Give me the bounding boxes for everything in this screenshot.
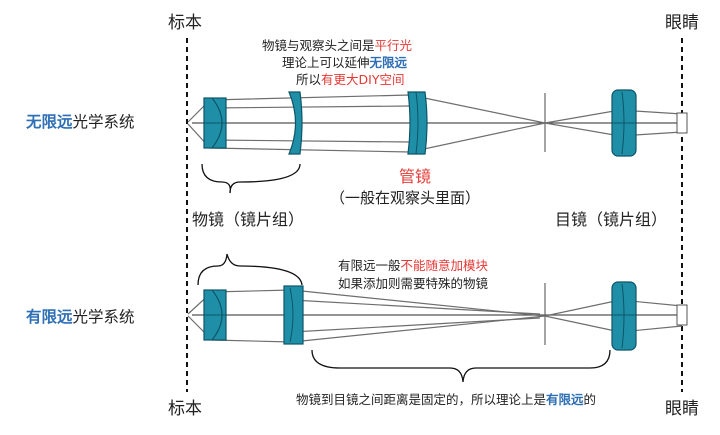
infinity-objective-lens2 [288,91,303,155]
eyepiece-label: 目镜（镜片组） [555,210,667,229]
tube-lens-sublabel: （一般在观察头里面） [330,189,480,207]
infinity-system-title: 无限远光学系统 [25,113,135,131]
finite-note-line2: 如果添加则需要特殊的物镜 [338,276,489,291]
cannot-add-modules-highlight: 不能随意加模块 [401,258,489,273]
finite-objective-lens [203,289,227,341]
infinity-eyepiece-lens [611,89,637,157]
objective-brace-bottom [197,253,303,286]
eye-label-top: 眼睛 [665,13,699,33]
objective-label: 物镜（镜片组） [192,210,304,229]
eye-marker-top [676,112,688,134]
finite-title-highlight: 有限远 [26,307,73,326]
tube-lens-label: 管镜 [399,167,431,186]
finite-eyepiece-lens [611,281,637,351]
finite-title-rest: 光学系统 [73,308,135,326]
infinity-highlight: 无限远 [369,55,408,70]
infinity-title-rest: 光学系统 [73,113,135,131]
parallel-light-highlight: 平行光 [375,38,413,53]
infinity-note-line3: 所以有更大DIY空间 [296,72,404,87]
tube-lens [407,91,428,155]
infinity-note-line1: 物镜与观察头之间是平行光 [262,38,412,53]
finite-rays [187,289,683,343]
finite-objective-lens2 [283,285,304,345]
specimen-label-bottom: 标本 [168,399,202,419]
objective-brace-top [201,163,301,194]
diy-space-highlight: 有更大DIY空间 [321,72,404,87]
infinity-objective-lens [203,97,227,149]
infinity-title-highlight: 无限远 [25,113,73,131]
specimen-label-top: 标本 [168,13,202,33]
eye-marker-bottom [676,304,688,326]
distance-brace-bottom [311,349,611,383]
infinity-note-line2: 理论上可以延伸无限远 [282,55,408,70]
finite-bottom-note: 物镜到目镜之间距离是固定的，所以理论上是有限远的 [296,392,596,407]
finite-note-line1: 有限远一般不能随意加模块 [338,258,489,273]
eye-label-bottom: 眼睛 [665,399,699,419]
finite-bottom-highlight: 有限远 [546,392,584,407]
finite-system-title: 有限远光学系统 [26,307,135,326]
